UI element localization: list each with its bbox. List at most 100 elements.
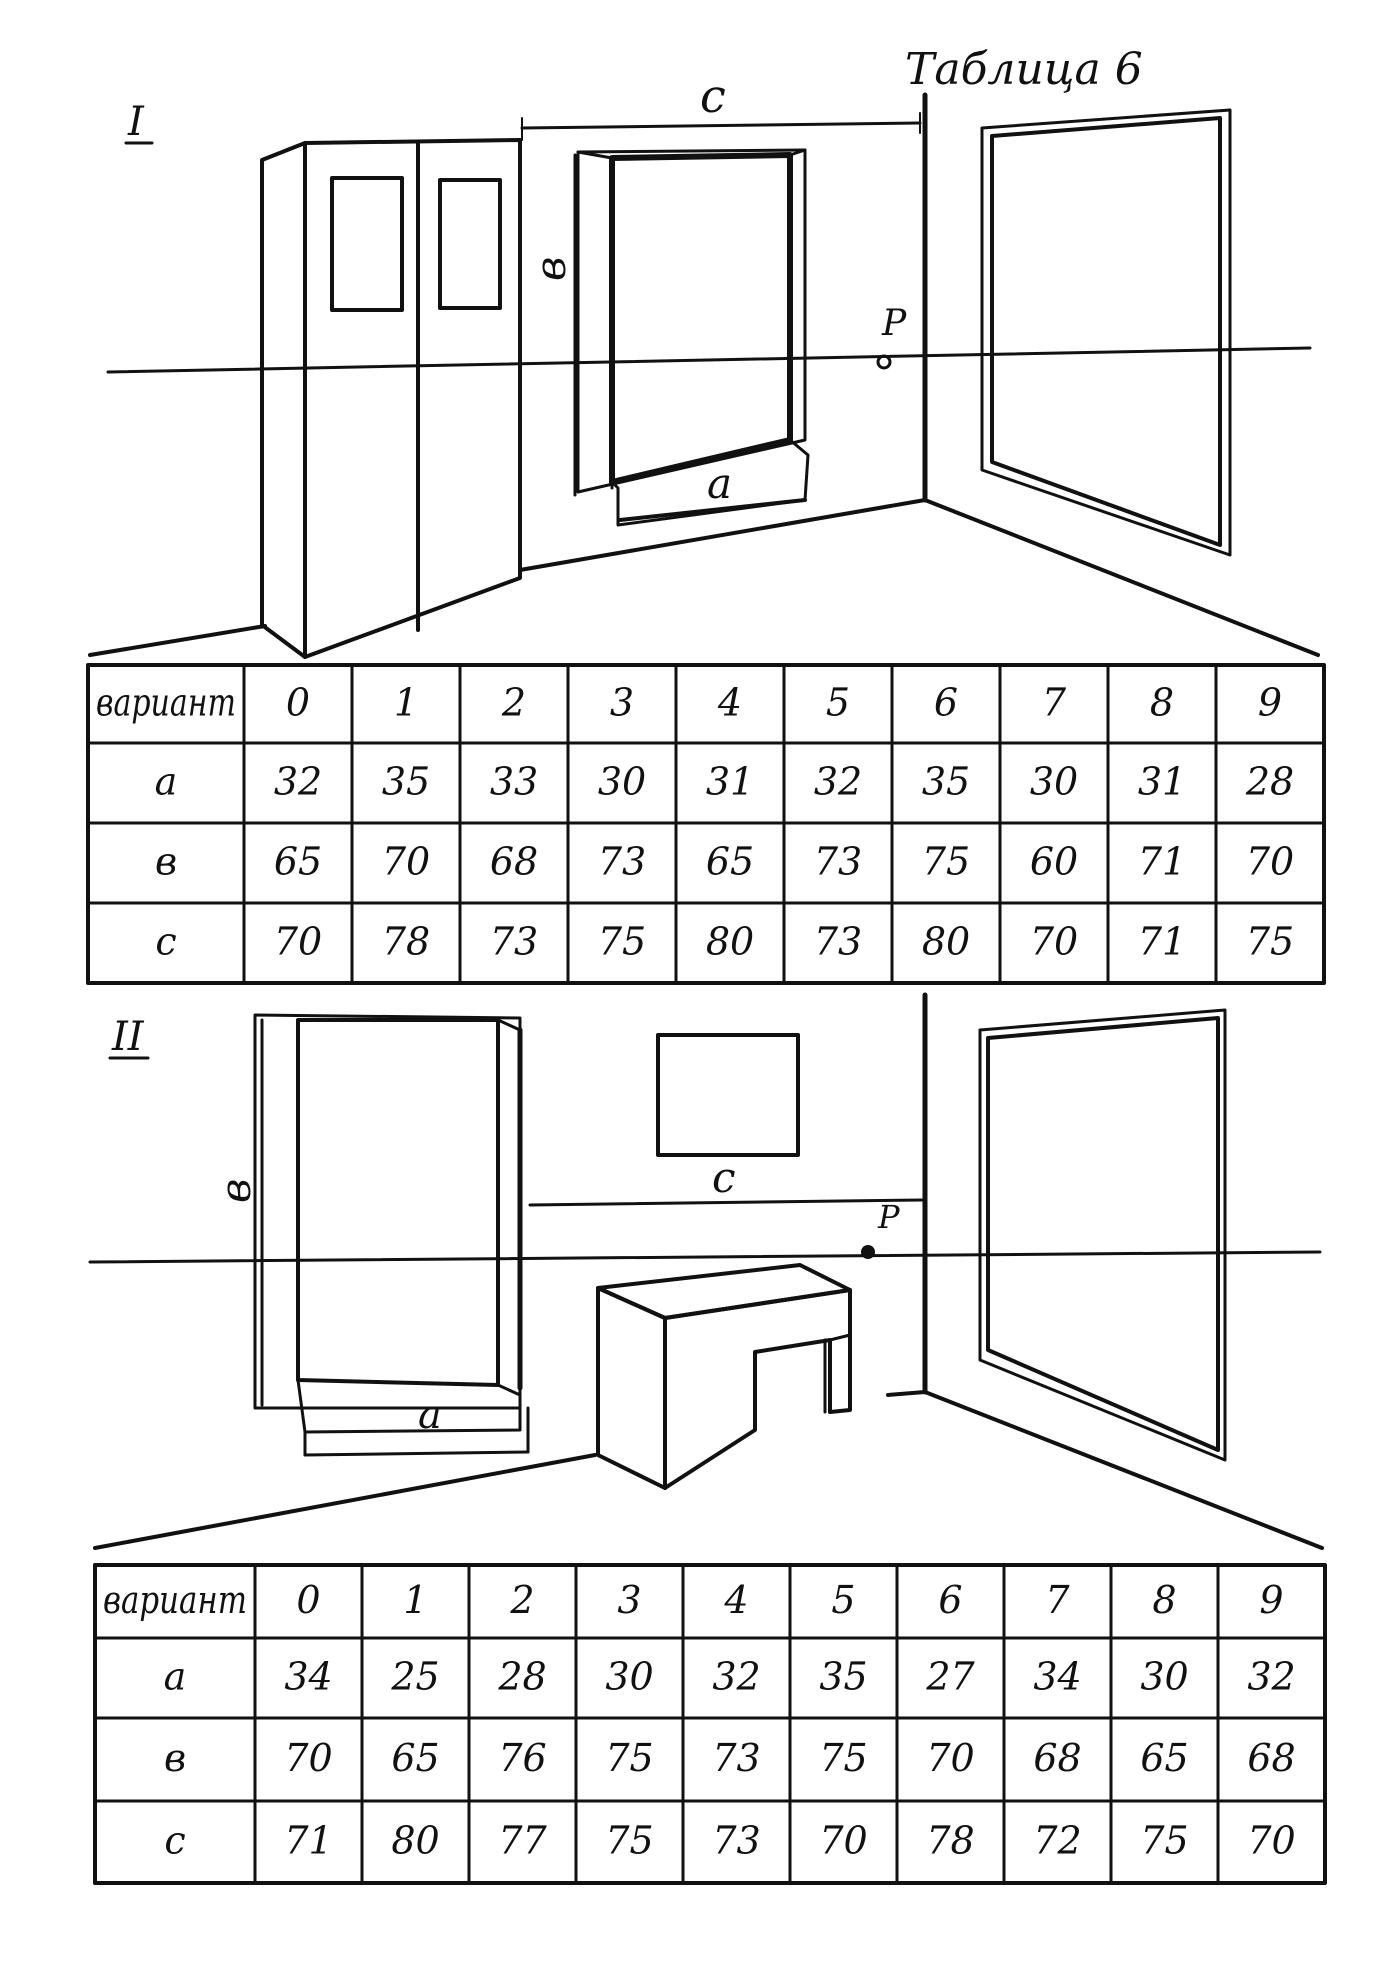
table-cell: 32 (274, 760, 322, 804)
table-row-label: c (155, 920, 176, 964)
table-header-cell: 4 (717, 681, 742, 725)
sheet-title: Таблица 6 (905, 44, 1143, 95)
panel-2-drawing: II (88, 992, 1324, 1550)
table-header-cell: 2 (509, 1578, 534, 1622)
table-row-label: в (155, 840, 177, 884)
table-cell: 28 (497, 1655, 546, 1699)
floor-line-left-2 (93, 1453, 597, 1550)
table-cell: 70 (926, 1736, 974, 1780)
table-cell: 78 (382, 920, 430, 964)
table-cell: 68 (1033, 1736, 1081, 1780)
table-cell: 73 (490, 920, 538, 964)
table-cell: 75 (1246, 920, 1294, 964)
table-cell: 30 (605, 1655, 653, 1699)
picture-frame (656, 1033, 800, 1157)
table-cell: 76 (498, 1736, 546, 1780)
table-cell: 70 (274, 920, 322, 964)
panel-1-numeral: I (127, 99, 145, 145)
table-cell: 25 (390, 1655, 439, 1699)
table-header-cell: 5 (826, 681, 850, 725)
horizon-line-2 (88, 1250, 1322, 1264)
table-row-label: в (164, 1736, 186, 1780)
table-cell: 30 (598, 760, 646, 804)
table-cell: 35 (922, 760, 970, 804)
point-p-panel-2: P (861, 1198, 900, 1259)
table-header-cell: 3 (610, 681, 634, 725)
table-cell: 80 (706, 920, 754, 964)
table-cell: 70 (1247, 1819, 1295, 1863)
label-c-panel-1: c (700, 69, 726, 123)
dimension-a-panel-1: a (707, 459, 732, 508)
table-cell: 73 (814, 920, 862, 964)
table-header-cell: 0 (296, 1578, 320, 1622)
table-header-cell: 2 (501, 681, 526, 725)
table-cell: 75 (922, 840, 970, 884)
label-p-panel-1: P (881, 303, 907, 344)
table-cell: 32 (814, 760, 862, 804)
table-header-cell: 9 (1258, 681, 1282, 725)
label-c-panel-2: c (712, 1153, 736, 1202)
label-a-panel-1: a (707, 459, 732, 508)
table-cell: 73 (712, 1736, 760, 1780)
door-panel-2 (978, 1008, 1227, 1462)
table-cell: 70 (382, 840, 430, 884)
table-header-cell: вариант (96, 681, 236, 725)
floor-line-right (923, 498, 1320, 657)
table-cell: 32 (1247, 1655, 1295, 1699)
table-cell: 34 (1033, 1655, 1081, 1699)
table-header-cell: 9 (1259, 1578, 1283, 1622)
table-cell: 73 (598, 840, 646, 884)
table-cell: 73 (814, 840, 862, 884)
table-cell: 65 (391, 1736, 439, 1780)
table-cell: 70 (1030, 920, 1078, 964)
table-cell: 35 (382, 760, 430, 804)
floor-line-left (88, 624, 267, 657)
table-cell: 70 (284, 1736, 332, 1780)
table-cell: 80 (922, 920, 970, 964)
panel-2-numeral: II (111, 1014, 145, 1060)
table-cell: 70 (819, 1819, 867, 1863)
dimension-c-panel-1: c (520, 69, 922, 141)
horizon-line (106, 346, 1312, 374)
dimension-b-panel-2: в (211, 1018, 264, 1407)
table-cell: 60 (1030, 840, 1078, 884)
table-cell: 80 (391, 1819, 439, 1863)
table-header-cell: 1 (394, 681, 418, 725)
table-cell: 75 (605, 1819, 653, 1863)
table-cell: 70 (1246, 840, 1294, 884)
window-panel-1 (576, 148, 810, 527)
table-cell: 28 (1245, 760, 1294, 804)
table-cell: 71 (1138, 840, 1186, 884)
panel-1-drawing: I (88, 69, 1320, 659)
table-cell: 73 (712, 1819, 760, 1863)
point-p-panel-1: P (876, 303, 907, 370)
label-p-panel-2: P (877, 1198, 900, 1236)
label-b-panel-1: в (526, 257, 575, 281)
table-cell: 31 (706, 760, 754, 804)
table-cell: 30 (1140, 1655, 1188, 1699)
table-header-cell: 8 (1150, 681, 1174, 725)
bench (596, 1263, 852, 1490)
table-cell: 32 (712, 1655, 760, 1699)
table-cell: 27 (925, 1655, 975, 1699)
dimension-b-panel-1: в (526, 153, 577, 497)
table-header-cell: 3 (617, 1578, 641, 1622)
table-row-label: a (155, 760, 178, 804)
table-header-cell: 8 (1152, 1578, 1176, 1622)
table-cell: 68 (490, 840, 538, 884)
table-cell: 35 (819, 1655, 867, 1699)
table-cell: 78 (926, 1819, 974, 1863)
table-row-label: c (164, 1819, 185, 1863)
table-header-cell: 7 (1045, 1578, 1070, 1622)
table-header-cell: 6 (934, 681, 958, 725)
label-a-panel-2: a (418, 1392, 442, 1438)
table-cell: 68 (1247, 1736, 1295, 1780)
table-cell: 31 (1138, 760, 1186, 804)
table-cell: 65 (706, 840, 754, 884)
table-header-cell: 5 (831, 1578, 855, 1622)
table-cell: 65 (274, 840, 322, 884)
table-header-cell: вариант (103, 1578, 247, 1622)
